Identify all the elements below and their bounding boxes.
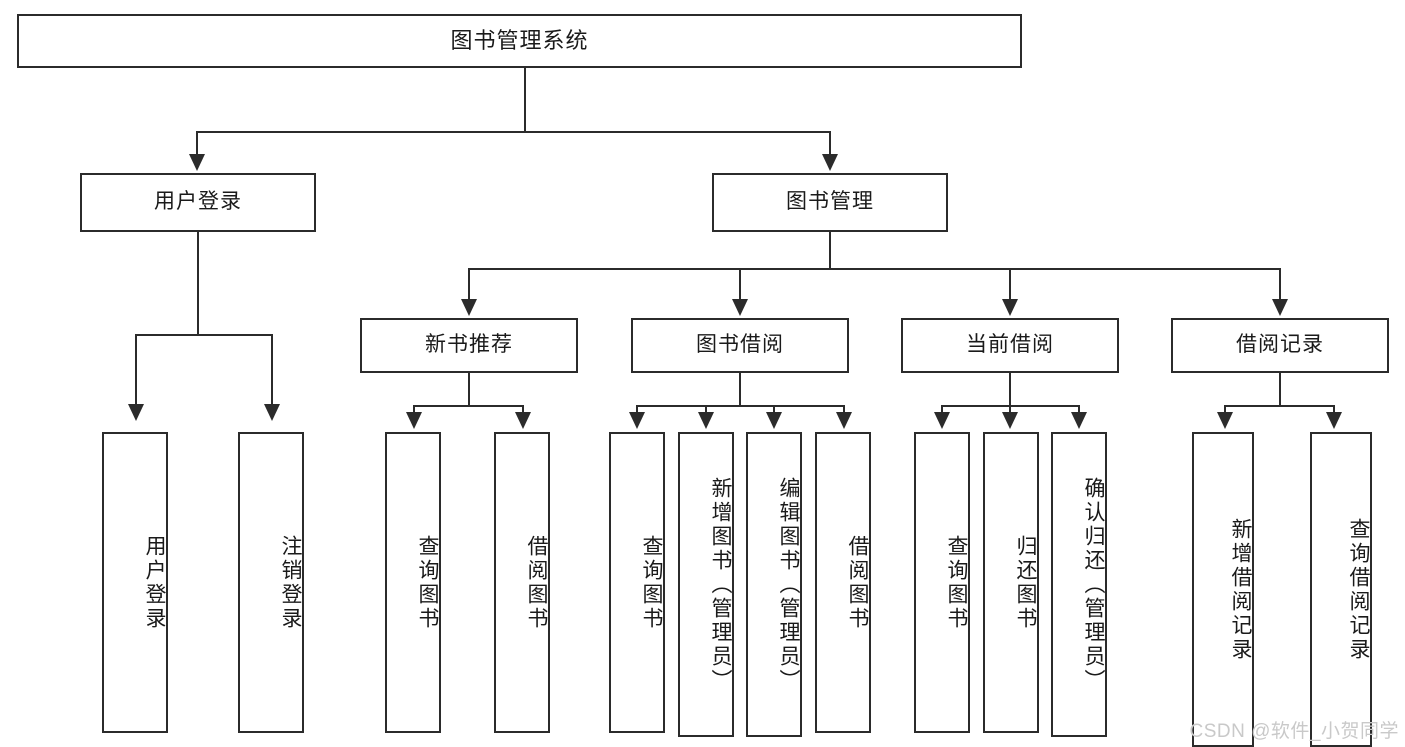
leaf-logout[interactable]: 注销登录: [238, 432, 304, 733]
connector-book-manage-stem: [829, 232, 831, 270]
node-label: 用户登录: [143, 534, 166, 631]
connector-bb-bus: [636, 405, 845, 407]
connector-drop-user-login: [196, 131, 198, 156]
node-label: 当前借阅: [966, 333, 1054, 357]
node-book-management-system[interactable]: 图书管理系统: [17, 14, 1022, 68]
leaf-query-book-2[interactable]: 查询图书: [609, 432, 665, 733]
arrowhead-query-book-3: [934, 412, 950, 429]
arrowhead-edit-book-admin: [766, 412, 782, 429]
node-label: 注销登录: [279, 534, 302, 631]
connector-br-stem: [1279, 373, 1281, 406]
connector-cb-drop-2: [1009, 405, 1011, 414]
arrowhead-query-borrow-record: [1326, 412, 1342, 429]
connector-nbr-bus: [413, 405, 524, 407]
node-label: 图书借阅: [696, 333, 784, 357]
node-label: 借阅图书: [846, 534, 869, 631]
connector-user-login-bus: [135, 334, 272, 336]
leaf-borrow-book-1[interactable]: 借阅图书: [494, 432, 550, 733]
node-label: 查询图书: [416, 534, 439, 631]
node-label: 新书推荐: [425, 333, 513, 357]
arrowhead-current-borrow: [1002, 299, 1018, 316]
node-label: 查询图书: [640, 534, 663, 631]
connector-root-stem: [524, 68, 526, 133]
leaf-borrow-book-2[interactable]: 借阅图书: [815, 432, 871, 733]
leaf-query-borrow-record[interactable]: 查询借阅记录: [1310, 432, 1372, 747]
arrowhead-book-borrow: [732, 299, 748, 316]
connector-bb-drop-1: [636, 405, 638, 414]
arrowhead-borrow-record: [1272, 299, 1288, 316]
connector-bb-drop-3: [773, 405, 775, 414]
node-label: 借阅图书: [525, 534, 548, 631]
connector-br-drop-2: [1333, 405, 1335, 414]
node-new-book-recommend[interactable]: 新书推荐: [360, 318, 578, 373]
leaf-add-book-admin[interactable]: 新增图书（管理员）: [678, 432, 734, 737]
connector-bb-drop-2: [705, 405, 707, 414]
node-label: 确认归还（管理员）: [1082, 476, 1105, 693]
connector-nbr-drop-1: [413, 405, 415, 414]
connector-bb-drop-4: [843, 405, 845, 414]
leaf-user-login[interactable]: 用户登录: [102, 432, 168, 733]
arrowhead-borrow-book-1: [515, 412, 531, 429]
leaf-query-book-1[interactable]: 查询图书: [385, 432, 441, 733]
arrowhead-logout-leaf: [264, 404, 280, 421]
node-book-borrow[interactable]: 图书借阅: [631, 318, 849, 373]
node-current-borrow[interactable]: 当前借阅: [901, 318, 1119, 373]
connector-drop-current-borrow: [1009, 268, 1011, 301]
leaf-query-book-3[interactable]: 查询图书: [914, 432, 970, 733]
connector-nbr-stem: [468, 373, 470, 406]
connector-drop-book-borrow: [739, 268, 741, 301]
node-label: 归还图书: [1014, 534, 1037, 631]
leaf-return-book[interactable]: 归还图书: [983, 432, 1039, 733]
arrowhead-login-leaf: [128, 404, 144, 421]
node-label: 查询借阅记录: [1347, 517, 1370, 662]
node-user-login[interactable]: 用户登录: [80, 173, 316, 232]
arrowhead-query-book-2: [629, 412, 645, 429]
arrowhead-return-book: [1002, 412, 1018, 429]
leaf-edit-book-admin[interactable]: 编辑图书（管理员）: [746, 432, 802, 737]
arrowhead-book-manage: [822, 154, 838, 171]
arrowhead-user-login: [189, 154, 205, 171]
node-book-management[interactable]: 图书管理: [712, 173, 948, 232]
connector-drop-login-leaf: [135, 334, 137, 406]
arrowhead-borrow-book-2: [836, 412, 852, 429]
node-label: 编辑图书（管理员）: [777, 476, 800, 693]
arrowhead-new-book-recommend: [461, 299, 477, 316]
connector-user-login-stem: [197, 232, 199, 335]
node-label: 查询图书: [945, 534, 968, 631]
connector-drop-new-book: [468, 268, 470, 301]
connector-book-manage-bus: [468, 268, 1281, 270]
connector-cb-stem: [1009, 373, 1011, 406]
connector-drop-book-manage: [829, 131, 831, 156]
connector-bb-stem: [739, 373, 741, 406]
connector-drop-borrow-record: [1279, 268, 1281, 301]
node-label: 新增借阅记录: [1229, 517, 1252, 662]
arrowhead-add-book-admin: [698, 412, 714, 429]
connector-br-bus: [1224, 405, 1335, 407]
connector-root-bus: [196, 131, 831, 133]
connector-drop-logout-leaf: [271, 334, 273, 406]
connector-nbr-drop-2: [522, 405, 524, 414]
leaf-confirm-return-admin[interactable]: 确认归还（管理员）: [1051, 432, 1107, 737]
node-label: 新增图书（管理员）: [709, 476, 732, 693]
node-label: 用户登录: [154, 190, 242, 214]
node-label: 借阅记录: [1236, 333, 1324, 357]
connector-cb-drop-3: [1078, 405, 1080, 414]
arrowhead-confirm-return-admin: [1071, 412, 1087, 429]
connector-cb-drop-1: [941, 405, 943, 414]
leaf-add-borrow-record[interactable]: 新增借阅记录: [1192, 432, 1254, 747]
node-label: 图书管理: [786, 190, 874, 214]
arrowhead-query-book-1: [406, 412, 422, 429]
connector-br-drop-1: [1224, 405, 1226, 414]
node-borrow-record[interactable]: 借阅记录: [1171, 318, 1389, 373]
node-label: 图书管理系统: [450, 28, 589, 54]
arrowhead-add-borrow-record: [1217, 412, 1233, 429]
